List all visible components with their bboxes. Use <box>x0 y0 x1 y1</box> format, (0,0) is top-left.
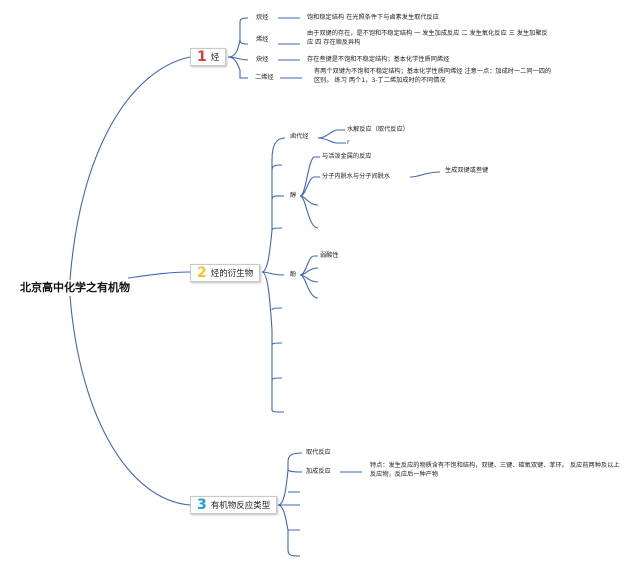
branch-1-number: 1 <box>197 49 207 65</box>
b2-phenol[interactable]: 酚 <box>290 271 297 278</box>
b2-haloalkane-child-2: r <box>347 139 350 146</box>
branch-2-number: 2 <box>197 265 207 281</box>
connector-b1-bracket <box>227 17 249 79</box>
branch-3-label: 有机物反应类型 <box>210 501 271 511</box>
connector-root-branch3 <box>69 295 191 506</box>
b2-alcohol-sub: 生成双键或叁键 <box>445 167 489 174</box>
b2-alcohol-child-2: 分子内脱水与分子间脱水 <box>322 173 391 180</box>
connector-root-branch2 <box>127 271 191 279</box>
branch-3-reaction-types[interactable]: 3 有机物反应类型 <box>190 496 278 514</box>
root-topic[interactable]: 北京高中化学之有机物 <box>20 281 130 294</box>
b2-haloalkane[interactable]: 卤代烃 <box>290 133 309 140</box>
branch-1-hydrocarbon[interactable]: 1 烃 <box>190 48 227 66</box>
b1-item-alkene[interactable]: 烯烃 <box>256 36 269 43</box>
b1-item-alkyne[interactable]: 炔烃 <box>256 56 269 63</box>
b1-item-alkene-desc: 由于双键的存在，是不饱和不稳定结构 一 发生加成反应 二 发生氧化反应 三 发生… <box>307 30 548 46</box>
b2-phenol-child-1: 弱酸性 <box>320 252 339 259</box>
branch-2-derivatives[interactable]: 2 烃的衍生物 <box>190 264 261 282</box>
connector-b2-bracket <box>261 137 286 413</box>
b3-substitution[interactable]: 取代反应 <box>306 449 331 456</box>
b1-item-alkane[interactable]: 烷烃 <box>256 14 269 21</box>
b3-addition[interactable]: 加成反应 <box>306 468 331 475</box>
b2-alcohol[interactable]: 醇 <box>290 192 297 199</box>
connector-b3-bracket <box>277 452 303 557</box>
branch-1-label: 烃 <box>210 53 220 63</box>
b1-item-alkane-desc: 饱和稳定结构 在光照条件下与卤素发生取代反应 <box>307 14 439 21</box>
b1-item-alkyne-desc: 存在叁键是不饱和不稳定结构；基本化学性质同烯烃 <box>307 56 450 63</box>
b1-item-diene-desc: 有两个双键为不饱和不稳定结构；基本化学性质同烯烃 注意一点：加成时一二同一四的区… <box>314 68 552 84</box>
branch-3-number: 3 <box>197 497 207 513</box>
b2-alcohol-child-1: 与活泼金属的反应 <box>322 153 372 160</box>
b3-addition-desc: 特点：发生反应的物质含有不饱和结构，双键、三键、碳氧双键、苯环。 反应前两种及以… <box>370 462 620 478</box>
connector-root-branch1 <box>69 56 191 281</box>
branch-2-label: 烃的衍生物 <box>210 269 254 279</box>
b1-item-diene[interactable]: 二烯烃 <box>255 74 274 81</box>
b2-haloalkane-child-1: 水解反应（取代反应） <box>347 126 409 133</box>
